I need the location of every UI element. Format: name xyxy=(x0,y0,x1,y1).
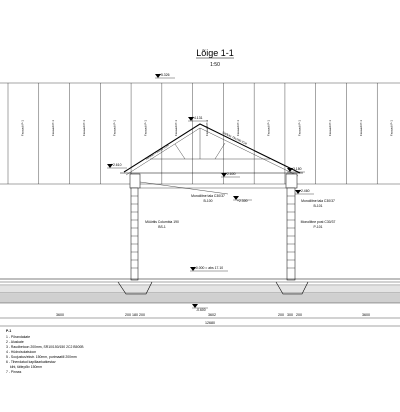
wall-right xyxy=(286,187,296,281)
facade-panel-label: Fasaadi P-1 xyxy=(174,120,178,137)
dim-seg-0: 3600 xyxy=(56,313,64,317)
level-mid: +2.600 xyxy=(225,172,236,176)
facade-panel-label: Fasaadi P-1 xyxy=(267,120,271,137)
legend-item: 1 - Põrandakate xyxy=(6,335,30,339)
legend-item: 7 - Pinnas xyxy=(6,370,22,374)
roof-outline xyxy=(123,123,301,174)
level-beam: +2.300 xyxy=(237,199,248,203)
gravel-layer xyxy=(0,294,400,303)
dim-seg-5: 200 xyxy=(278,313,284,317)
facade-panel-label: Fasaadi P-1 xyxy=(236,120,240,137)
facade-panel-label: Fasaadi P-1 xyxy=(328,120,332,137)
legend-item: 2 - Aluskate xyxy=(6,340,24,344)
insulation-layer xyxy=(0,286,400,293)
level-markers: +5.326 +4.131 +2.610 +2.600 +3.180 +2.46… xyxy=(107,73,314,312)
legend-item: 6 - Tihendatud kapillaarkatkestav xyxy=(6,360,56,364)
dim-seg-2: 180 xyxy=(132,313,138,317)
wall-left-label: Müüritis Columbia 190 xyxy=(145,220,179,224)
dim-seg-8: 3600 xyxy=(362,313,370,317)
facade-panel-label: Fasaadi P-1 xyxy=(82,120,86,137)
beam-right-label: Monoliitne tala C30/37 xyxy=(301,199,335,203)
footing-right xyxy=(275,281,309,295)
annotations: Sarikas 75x200 C24 Sarikas 75x200 C24 Mo… xyxy=(139,130,336,229)
dim-seg-1: 200 xyxy=(125,313,131,317)
level-marker-wall-right xyxy=(295,190,301,194)
level-marker-top xyxy=(155,74,161,78)
facade-panel-label: Fasaadi P-1 xyxy=(113,120,117,137)
wall-left-hatch xyxy=(131,195,138,269)
level-wall-right: +2.460 xyxy=(299,189,310,193)
wall-right-id: P-101 xyxy=(313,225,322,229)
level-marker-ridge xyxy=(188,117,194,121)
wall-left xyxy=(130,187,139,281)
level-marker-mid xyxy=(221,173,227,177)
level-marker-eave-right xyxy=(287,168,293,172)
level-ridge: +4.131 xyxy=(192,116,203,120)
roof-right-label: Sarikas 75x200 C24 xyxy=(222,130,248,146)
level-top: +5.326 xyxy=(159,73,170,77)
level-ground: -0.600 xyxy=(196,308,206,312)
wall-right-label: Monoliitne post C30/37 xyxy=(301,220,336,224)
level-eave-left: +2.610 xyxy=(111,163,122,167)
level-marker-beam xyxy=(233,196,239,200)
legend-item: 4 - Hüdroisolatsioon xyxy=(6,350,36,354)
level-floor: ±0.000 = abs 17.10 xyxy=(194,266,223,270)
drawing-title: Lõige 1-1 xyxy=(196,48,234,58)
facade-panel-label: Fasaadi P-1 xyxy=(51,120,55,137)
legend-item: 3 - Raudbetoon 200mm, SR10/150/150 2C2 B… xyxy=(6,345,84,349)
beam-left-label: Monoliitne tala C30/37 xyxy=(191,194,225,198)
building-section xyxy=(120,123,303,281)
beam-left-leader xyxy=(139,181,229,195)
wall-left-id: BS-1 xyxy=(158,225,166,229)
drawing-scale: 1:50 xyxy=(210,62,220,68)
facade-panel-label: Fasaadi P-1 xyxy=(359,120,363,137)
dimension-chain: 3600 200 180 200 3602 200 300 200 3600 1… xyxy=(0,313,400,327)
roof-left-label: Sarikas 75x200 C24 xyxy=(144,143,169,161)
dim-seg-7: 200 xyxy=(296,313,302,317)
level-marker-floor xyxy=(190,267,196,271)
beam-right-id: B-101 xyxy=(313,204,322,208)
legend: P-1 1 - Põrandakate 2 - Aluskate 3 - Rau… xyxy=(6,329,84,374)
dim-seg-6: 300 xyxy=(287,313,293,317)
dim-seg-3: 200 xyxy=(139,313,145,317)
facade-panel-label: Fasaadi P-1 xyxy=(20,120,24,137)
beam-left xyxy=(129,173,141,189)
facade-panel-label: Fasaadi P-1 xyxy=(297,120,301,137)
roof-strut-right xyxy=(214,142,226,160)
legend-heading: P-1 xyxy=(6,329,11,333)
level-marker-eave-left xyxy=(107,164,113,168)
beam-left-id: B-100 xyxy=(203,199,212,203)
ground-slab xyxy=(0,278,400,304)
legend-item: 5 - Soojustus/ekstr. 150mm, purimaatill … xyxy=(6,355,77,359)
footing-left xyxy=(117,281,153,295)
facade-panel-label: Fasaadi P-1 xyxy=(390,120,394,137)
wall-right-hatch xyxy=(287,195,295,269)
dim-total: 12680 xyxy=(205,321,215,325)
roof-strut-left xyxy=(174,143,186,160)
level-marker-ground xyxy=(192,304,198,308)
beam-right xyxy=(285,173,298,189)
level-eave-right: +3.180 xyxy=(291,167,302,171)
facade-panel-label: Fasaadi P-1 xyxy=(143,120,147,137)
legend-item: kiht, täitepõlv 150mm xyxy=(10,365,42,369)
dim-seg-4: 3602 xyxy=(208,313,216,317)
